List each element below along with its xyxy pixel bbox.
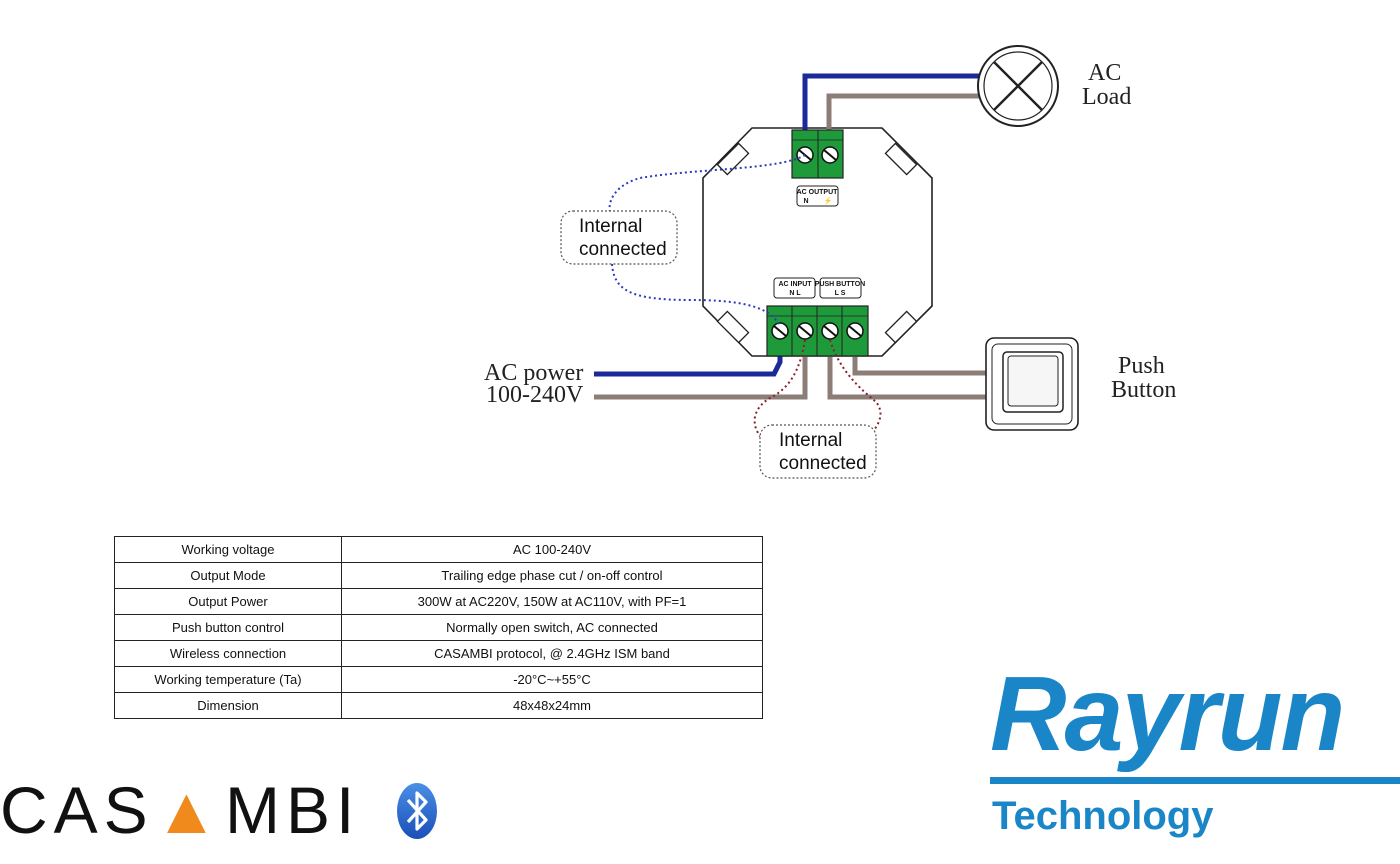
internal-link-top [608, 154, 806, 213]
casambi-letters-2: MBI [225, 773, 361, 847]
spec-key: Push button control [114, 614, 342, 641]
internal-connected-callout-top: Internal connected [560, 210, 678, 265]
rayrun-technology-text: Technology [992, 794, 1214, 838]
casambi-a-mark: ▲ [153, 773, 226, 847]
spec-value: CASAMBI protocol, @ 2.4GHz ISM band [341, 640, 763, 667]
wiring-diagram: AC OUTPUT N ⚡ AC INPUT N L PUSH BUTTON L… [484, 45, 1176, 479]
ac-output-switch-symbol: ⚡ [824, 196, 833, 205]
callout-top-line2: connected [579, 239, 667, 260]
button-wire-s [852, 352, 990, 376]
callout-bottom-line1: Internal [779, 430, 842, 451]
ac-input-pins: N L [789, 290, 801, 297]
ac-output-pins: N [803, 198, 808, 205]
ac-input-tag: AC INPUT N L [773, 277, 816, 299]
load-neutral-wire [802, 73, 982, 130]
spec-value: Normally open switch, AC connected [341, 614, 763, 641]
button-wire-l [827, 352, 990, 400]
internal-connected-callout-bottom: Internal connected [759, 424, 877, 479]
spec-key: Output Mode [114, 562, 342, 589]
internal-link-top-lower [611, 263, 781, 327]
ac-output-text: AC OUTPUT [797, 189, 839, 196]
spec-key: Wireless connection [114, 640, 342, 667]
bluetooth-icon [397, 783, 437, 839]
ac-input-text: AC INPUT [778, 281, 812, 288]
spec-value: AC 100-240V [341, 536, 763, 563]
casambi-wordmark: CAS▲MBI [0, 777, 360, 843]
push-button-label-line2: Button [1111, 377, 1176, 403]
ac-power-label-line2: 100-240V [486, 382, 584, 408]
spec-key: Working voltage [114, 536, 342, 563]
ac-output-tag: AC OUTPUT N ⚡ [796, 185, 839, 207]
ac-power-label-line1: AC power [484, 360, 583, 386]
internal-link-bottom-left [753, 339, 806, 439]
push-button-tag-pins: L S [835, 290, 846, 297]
push-switch-icon [985, 337, 1079, 431]
power-neutral-wire [594, 352, 783, 377]
input-terminal-block [766, 305, 869, 357]
rayrun-logo: Rayrun Technology [990, 655, 1400, 858]
push-button-tag-text: PUSH BUTTON [815, 281, 865, 288]
casambi-letters-1: CAS [0, 773, 154, 847]
lamp-icon [977, 45, 1059, 127]
load-live-wire [826, 93, 982, 130]
casambi-logo: CAS▲MBI [0, 777, 450, 843]
spec-value: 48x48x24mm [341, 692, 763, 719]
spec-value: Trailing edge phase cut / on-off control [341, 562, 763, 589]
mounting-slots [716, 142, 918, 344]
spec-value: 300W at AC220V, 150W at AC110V, with PF=… [341, 588, 763, 615]
callout-bottom-line2: connected [779, 453, 867, 474]
rayrun-wordmark: Rayrun [990, 655, 1345, 773]
spec-row: Working temperature (Ta)-20°C~+55°C [114, 666, 763, 693]
rayrun-underline [990, 777, 1400, 784]
ac-load-label-line2: Load [1082, 84, 1131, 110]
spec-key: Dimension [114, 692, 342, 719]
callout-top-line1: Internal [579, 216, 642, 237]
internal-link-bottom-right [829, 339, 882, 431]
output-terminal-block [791, 129, 844, 179]
power-live-wire [594, 352, 808, 400]
ac-load-label-line1: AC [1088, 60, 1121, 86]
push-button-tag: PUSH BUTTON L S [815, 277, 865, 299]
spec-key: Output Power [114, 588, 342, 615]
device-body [702, 127, 933, 357]
spec-value: -20°C~+55°C [341, 666, 763, 693]
spec-key: Working temperature (Ta) [114, 666, 342, 693]
push-button-label-line1: Push [1118, 353, 1165, 379]
